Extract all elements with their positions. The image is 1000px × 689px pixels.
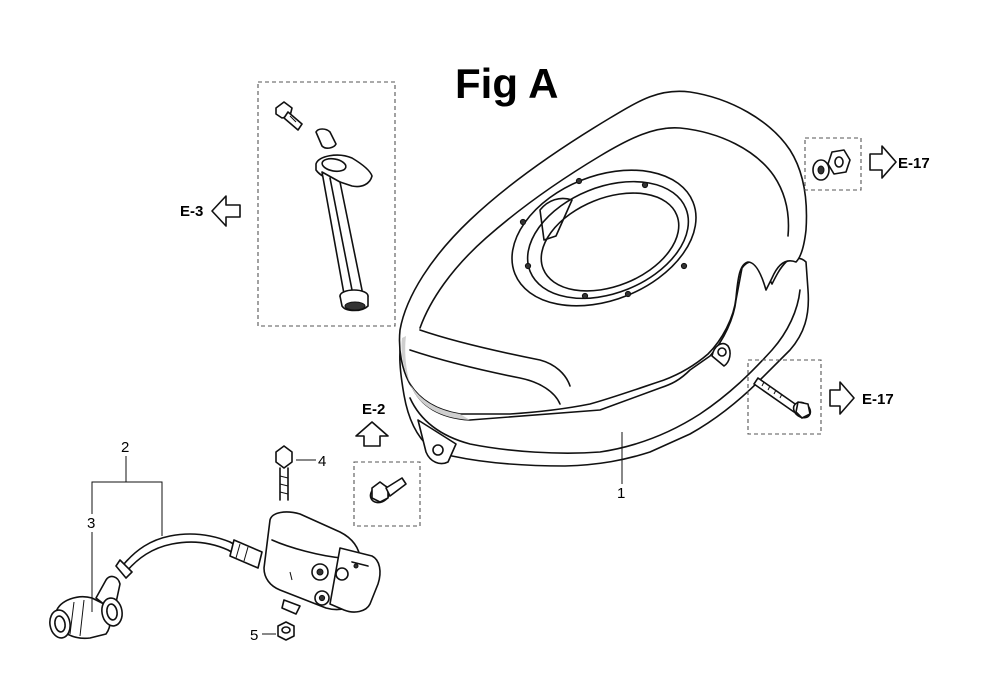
- arrow-right-icon-mid: [829, 381, 855, 415]
- part-number-4: 4: [318, 453, 326, 470]
- figure-title: Fig A: [455, 60, 558, 107]
- ref-label-e17-mid: E-17: [862, 391, 894, 408]
- ref-label-e3: E-3: [180, 203, 203, 220]
- nut-dashed-box-top: [804, 137, 862, 191]
- bolt-dashed-box-mid: [747, 359, 822, 435]
- washer-and-nut: [812, 149, 851, 181]
- part-number-2: 2: [121, 439, 129, 456]
- ignition-coil: [263, 511, 381, 615]
- ref-label-e17-top: E-17: [898, 155, 930, 172]
- svg-text:3: 3: [87, 515, 95, 532]
- arrow-up-icon: [355, 421, 389, 447]
- arrow-left-icon: [211, 195, 241, 227]
- spark-plug-cap: [49, 575, 123, 640]
- ref-label-e2: E-2: [362, 401, 385, 418]
- fan-cover: [398, 90, 810, 467]
- oil-filler-tube: [275, 101, 373, 312]
- high-tension-lead: [123, 533, 245, 565]
- leader-bracket-2-3: [91, 481, 163, 612]
- filler-tube-dashed-box: [257, 81, 396, 327]
- arrow-right-icon: [869, 145, 897, 179]
- bolt-dashed-box-e2: [353, 461, 421, 527]
- flange-bolt-short: [369, 477, 407, 504]
- coil-bolt: [275, 445, 293, 501]
- part-number-5: 5: [250, 627, 258, 644]
- coil-nut: [277, 621, 295, 641]
- flange-bolt-long: [753, 377, 812, 419]
- part-number-1: 1: [617, 485, 625, 502]
